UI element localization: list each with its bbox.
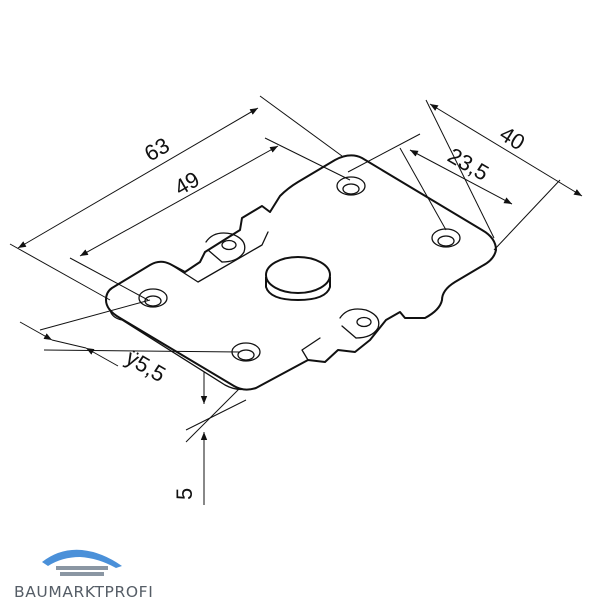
dim-thickness: 5 <box>172 488 197 500</box>
logo-text: BAUMARKTPROFI <box>14 583 153 600</box>
logo-bar-2 <box>60 572 104 576</box>
hole-top <box>336 176 366 196</box>
center-boss <box>265 256 331 301</box>
dim-overall-length: 63 <box>140 132 174 166</box>
extension-lines <box>9 95 561 443</box>
dim-hole-spacing-width: 23,5 <box>444 143 494 186</box>
dim-hole-spacing-length: 49 <box>170 166 204 200</box>
logo-swoosh <box>42 549 122 568</box>
brand-logo: BAUMARKTPROFI <box>14 549 153 600</box>
dimension-lines <box>17 103 583 505</box>
mounting-plate <box>105 154 497 391</box>
logo-bar-1 <box>56 566 108 570</box>
dim-overall-width: 40 <box>495 121 529 155</box>
keyhole-slot-right <box>339 308 380 339</box>
